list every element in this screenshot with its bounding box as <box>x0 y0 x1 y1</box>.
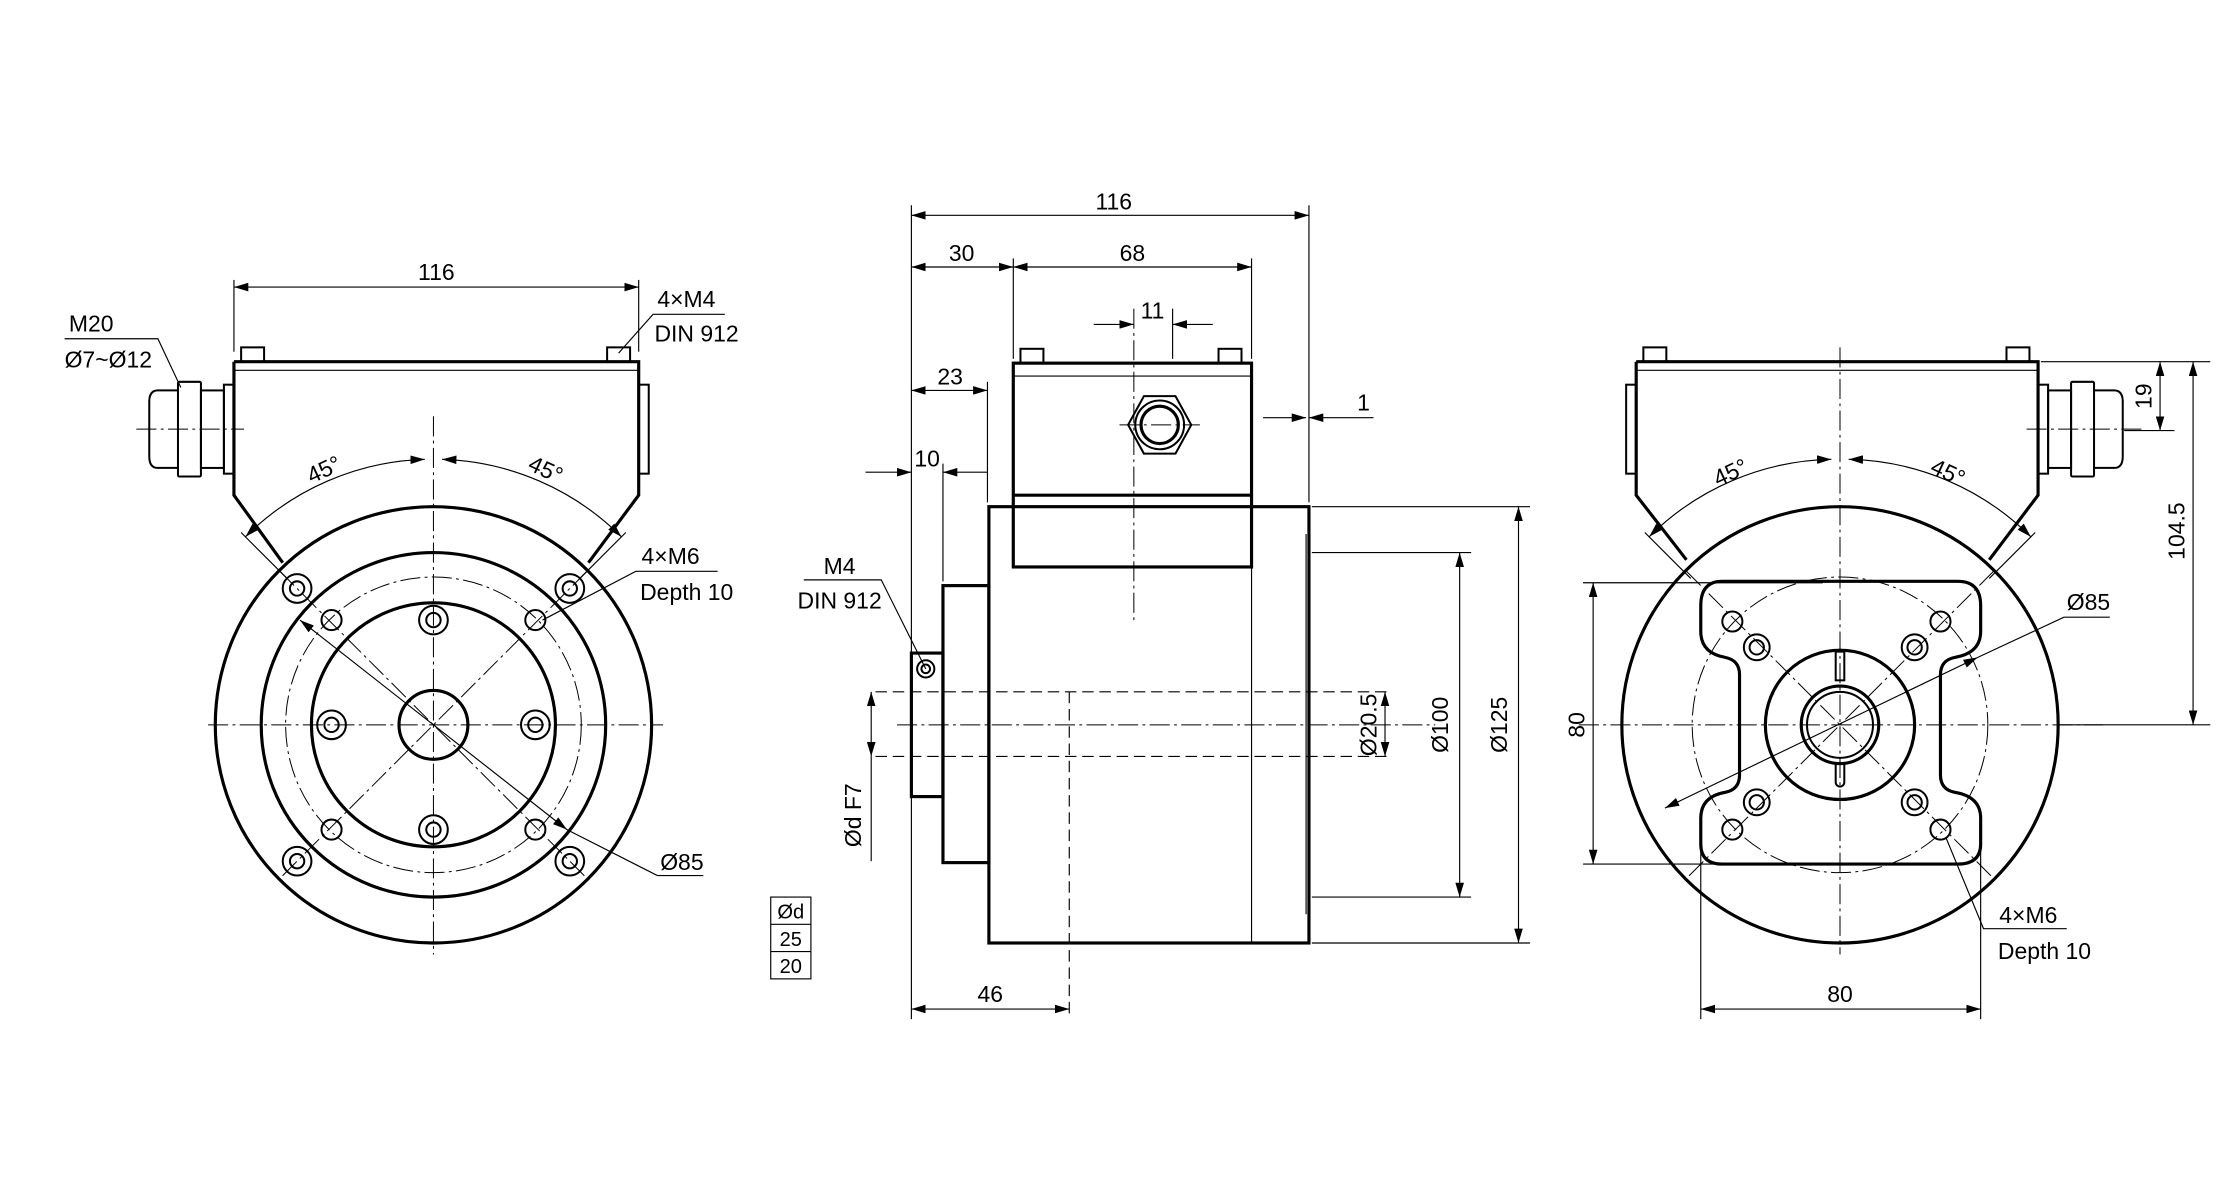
cover-screw-std: DIN 912 <box>654 321 738 347</box>
front-flange <box>208 416 664 955</box>
rear-angle-left: 45° <box>1709 453 1751 491</box>
dia-100: Ø100 <box>1427 697 1453 753</box>
rear-flange <box>1578 347 2103 955</box>
rear-thread-label: 4×M6 <box>1999 902 2057 928</box>
table-cell: 20 <box>780 956 802 978</box>
shaft-fit: Ød F7 <box>840 783 866 847</box>
side-view: 116 30 68 11 23 10 1 46 Ø20.5 <box>770 189 1530 1020</box>
bore-size-table: Ød 25 20 <box>770 896 812 980</box>
dim-68: 68 <box>1120 240 1146 266</box>
front-width-dim: 116 <box>418 259 455 285</box>
dim-104-5: 104.5 <box>2163 502 2189 559</box>
rear-angle-right: 45° <box>1927 453 1969 491</box>
front-dimensions: 116 M20 Ø7~Ø12 4×M4 DIN 912 45° 45° 4×M6… <box>65 259 739 877</box>
front-angle-right: 45° <box>525 450 567 488</box>
clamp-screw-label: M4 <box>824 553 856 579</box>
dim-23: 23 <box>937 364 963 390</box>
rear-housing <box>1625 346 2040 561</box>
rear-thread-depth: Depth 10 <box>1998 938 2091 964</box>
dim-11: 11 <box>1141 298 1165 324</box>
front-bolt-circle: Ø85 <box>660 849 703 875</box>
front-view: 116 M20 Ø7~Ø12 4×M4 DIN 912 45° 45° 4×M6… <box>65 259 739 955</box>
rear-bolt-circle: Ø85 <box>2067 589 2110 615</box>
front-cable-gland <box>136 380 244 478</box>
front-thread-label: 4×M6 <box>642 543 700 569</box>
dim-19: 19 <box>2130 383 2156 409</box>
side-dimensions: 116 30 68 11 23 10 1 46 Ø20.5 <box>798 189 1530 1020</box>
rear-dimensions: 19 104.5 80 80 45° 45° Ø85 4×M6 Depth 10 <box>1564 361 2211 1020</box>
side-flange <box>909 584 991 865</box>
cable-gland-range: Ø7~Ø12 <box>65 346 152 372</box>
clamp-screw <box>916 659 936 679</box>
rear-cable-gland <box>2026 380 2146 478</box>
clamp-screw-std: DIN 912 <box>798 588 882 614</box>
side-length-dim: 116 <box>1095 189 1132 215</box>
dia-bore: Ø20.5 <box>1355 694 1381 757</box>
dia-125: Ø125 <box>1486 697 1512 753</box>
cover-screw-label: 4×M4 <box>657 286 715 312</box>
dim-1: 1 <box>1357 390 1370 416</box>
dim-10: 10 <box>914 445 940 471</box>
rear-view: 19 104.5 80 80 45° 45° Ø85 4×M6 Depth 10 <box>1564 346 2211 1020</box>
dim-46: 46 <box>978 981 1004 1007</box>
table-cell: 25 <box>780 929 802 951</box>
table-header: Ød <box>777 902 804 924</box>
dim-80-horizontal: 80 <box>1827 981 1853 1007</box>
dim-30: 30 <box>949 240 975 266</box>
side-connector-box <box>1011 347 1254 569</box>
front-thread-depth: Depth 10 <box>640 579 733 605</box>
front-angle-left: 45° <box>303 450 345 488</box>
front-housing <box>232 346 650 564</box>
cable-gland-label: M20 <box>69 311 114 337</box>
dim-80-vertical: 80 <box>1564 712 1590 738</box>
